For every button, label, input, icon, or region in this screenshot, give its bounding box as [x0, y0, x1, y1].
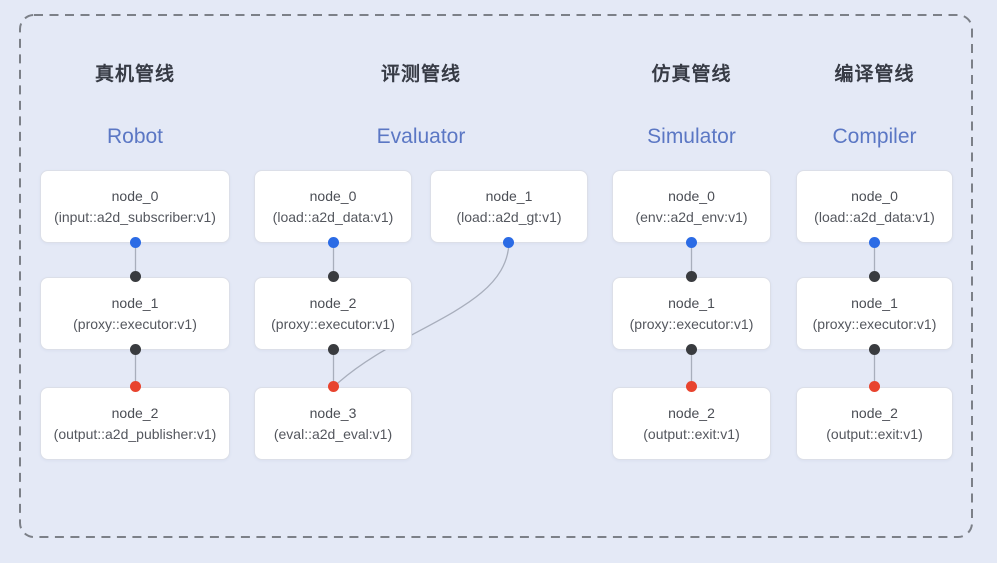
output-port-blue-dot — [130, 237, 141, 248]
input-port-black-dot — [869, 271, 880, 282]
node-name: node_1 — [668, 294, 715, 311]
node-name: node_2 — [111, 404, 159, 421]
output-port-black-dot — [328, 344, 339, 355]
terminal-port-red-dot — [686, 381, 697, 392]
node-type: (output::a2d_publisher:v1) — [53, 425, 217, 442]
node-card-compiler-node2: node_2 (output::exit:v1) — [796, 387, 953, 460]
node-type: (proxy::executor:v1) — [271, 315, 395, 332]
output-port-blue-dot — [503, 237, 514, 248]
node-type: (load::a2d_data:v1) — [272, 208, 394, 225]
node-card-simulator-node2: node_2 (output::exit:v1) — [612, 387, 771, 460]
node-card-evaluator-node1: node_1 (load::a2d_gt:v1) — [430, 170, 588, 243]
node-type: (proxy::executor:v1) — [73, 315, 197, 332]
node-type: (load::a2d_data:v1) — [814, 208, 935, 225]
output-port-blue-dot — [869, 237, 880, 248]
node-name: node_1 — [485, 187, 533, 204]
node-name: node_2 — [668, 404, 715, 421]
node-name: node_0 — [851, 187, 898, 204]
node-card-robot-node1: node_1 (proxy::executor:v1) — [40, 277, 230, 350]
pipeline-title-en-robot: Robot — [106, 125, 164, 148]
output-port-black-dot — [130, 344, 141, 355]
output-port-blue-dot — [328, 237, 339, 248]
node-card-robot-node0: node_0 (input::a2d_subscriber:v1) — [40, 170, 230, 243]
node-card-simulator-node0: node_0 (env::a2d_env:v1) — [612, 170, 771, 243]
node-type: (eval::a2d_eval:v1) — [273, 425, 393, 442]
node-name: node_1 — [851, 294, 898, 311]
node-type: (input::a2d_subscriber:v1) — [54, 208, 216, 225]
node-type: (output::exit:v1) — [643, 425, 740, 442]
node-name: node_3 — [309, 404, 357, 421]
node-type: (load::a2d_gt:v1) — [456, 208, 562, 225]
pipeline-title-zh-robot: 真机管线 — [94, 64, 175, 85]
node-card-evaluator-node3: node_3 (eval::a2d_eval:v1) — [254, 387, 412, 460]
node-card-evaluator-node0: node_0 (load::a2d_data:v1) — [254, 170, 412, 243]
terminal-port-red-dot — [869, 381, 880, 392]
pipeline-title-zh-simulator: 仿真管线 — [651, 64, 732, 85]
output-port-blue-dot — [686, 237, 697, 248]
node-card-robot-node2: node_2 (output::a2d_publisher:v1) — [40, 387, 230, 460]
node-card-simulator-node1: node_1 (proxy::executor:v1) — [612, 277, 771, 350]
input-port-black-dot — [328, 271, 339, 282]
node-type: (env::a2d_env:v1) — [635, 208, 748, 225]
node-name: node_1 — [111, 294, 159, 311]
pipeline-title-zh-evaluator: 评测管线 — [380, 64, 461, 85]
output-port-black-dot — [869, 344, 880, 355]
pipeline-title-zh-compiler: 编译管线 — [834, 64, 915, 85]
dashed-container-border — [19, 14, 973, 538]
node-name: node_2 — [309, 294, 357, 311]
node-card-compiler-node0: node_0 (load::a2d_data:v1) — [796, 170, 953, 243]
node-name: node_2 — [851, 404, 898, 421]
input-port-black-dot — [130, 271, 141, 282]
terminal-port-red-dot — [328, 381, 339, 392]
node-name: node_0 — [111, 187, 159, 204]
input-port-black-dot — [686, 271, 697, 282]
node-type: (proxy::executor:v1) — [812, 315, 937, 332]
node-name: node_0 — [668, 187, 715, 204]
edge-evaluator-n1-n3-curve — [333, 242, 510, 388]
terminal-port-red-dot — [130, 381, 141, 392]
pipeline-title-en-simulator: Simulator — [647, 125, 736, 148]
pipeline-title-en-compiler: Compiler — [832, 125, 917, 148]
output-port-black-dot — [686, 344, 697, 355]
node-card-evaluator-node2: node_2 (proxy::executor:v1) — [254, 277, 412, 350]
node-type: (output::exit:v1) — [826, 425, 923, 442]
node-type: (proxy::executor:v1) — [629, 315, 754, 332]
node-name: node_0 — [309, 187, 357, 204]
pipeline-title-en-evaluator: Evaluator — [376, 125, 466, 148]
node-card-compiler-node1: node_1 (proxy::executor:v1) — [796, 277, 953, 350]
